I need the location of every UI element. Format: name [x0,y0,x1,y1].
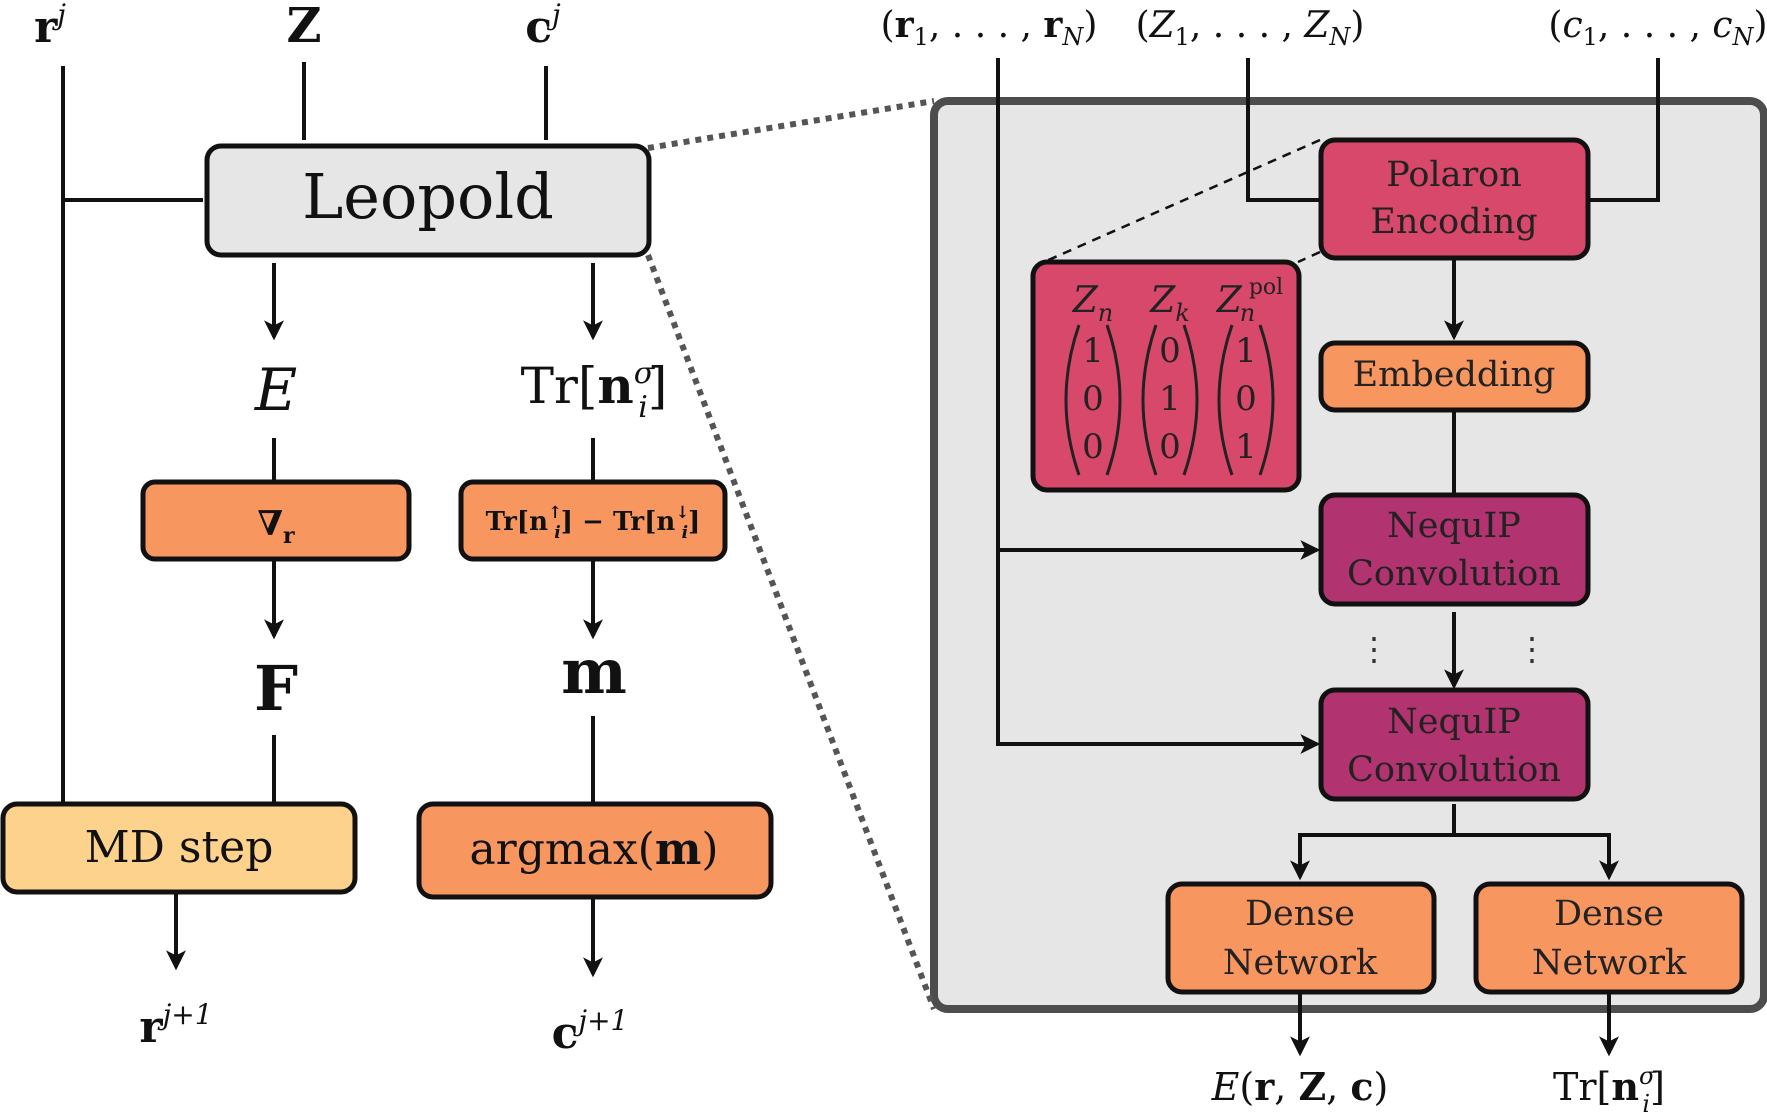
vector-bracket-left [1064,324,1081,476]
gradient-label: ∇r [257,504,295,549]
z-input-label: Z [286,0,321,54]
conv-split-wire [1290,804,1456,881]
encoding-zoom-line-left [1043,138,1321,264]
gradient-box: ∇r [140,479,412,562]
r-input-wire [996,58,1321,754]
nequip-label-1a: NequIP [1387,506,1521,546]
dense-label-2b: Network [1532,943,1687,983]
argmax-box: argmax(m) [416,801,774,900]
embedding-label: Embedding [1353,355,1556,395]
md-step-label: MD step [85,822,274,873]
force-label: F [254,652,298,725]
zpol-superscript: pol [1249,275,1283,300]
polaron-encoding-label-1: Polaron [1386,155,1522,195]
c-input-wire [1585,58,1660,202]
dense-label-2a: Dense [1554,894,1664,934]
dense-network-box-2: Dense Network [1473,881,1745,995]
ellipsis-left: ⋮ [1358,630,1390,668]
conv-split-right-wire [1454,833,1619,881]
zn-label: Zn [1072,280,1113,327]
z-input-wire [1246,58,1323,202]
spin-difference-label: Tr[n↑i] − Tr[n↓i] [486,503,701,543]
r-vector-input-label: (r1, . . . , rN) [881,4,1098,51]
zoom-connector-bottom [645,253,937,1011]
nequip-label-1b: Convolution [1347,554,1561,594]
spin-difference-box: Tr[n↑i] − Tr[n↓i] [458,479,728,562]
dense-label-1b: Network [1223,943,1378,983]
vector-entry: 0 [1082,427,1104,467]
vector-entry: 0 [1235,379,1257,419]
vector-bracket-right [1258,324,1275,476]
polaron-encoding-box: Polaron Encoding [1318,137,1591,261]
zpol-label: Zn [1216,280,1255,327]
vector-entry: 1 [1159,379,1181,419]
moment-label: m [561,635,627,708]
energy-output-label: E(r, Z, c) [1211,1064,1389,1109]
vector-entry: 1 [1235,331,1257,371]
vector-bracket-left [1217,324,1234,476]
md-step-box: MD step [0,801,358,895]
nequip-convolution-box-2: NequIP Convolution [1318,687,1591,802]
c-vector-input-label: (c1, . . . , cN) [1548,5,1767,51]
zk-label: Zk [1149,280,1190,327]
r-next-output-label: rj+1 [139,998,212,1053]
c-next-output-label: cj+1 [552,1004,629,1059]
dense-network-box-1: Dense Network [1165,881,1437,995]
vector-bracket-left [1141,324,1158,476]
vector-bracket-right [1105,324,1122,476]
ellipsis-right: ⋮ [1516,630,1548,668]
nequip-label-2b: Convolution [1347,750,1561,790]
polaron-encoding-label-2: Encoding [1370,202,1537,242]
vector-entry: 0 [1159,331,1181,371]
dense-label-1a: Dense [1245,894,1355,934]
z-vector-input-label: (Z1, . . . , ZN) [1136,5,1365,51]
nequip-label-2a: NequIP [1387,702,1521,742]
leopold-label: Leopold [302,160,554,233]
vector-entry: 1 [1082,331,1104,371]
c-j-input-label: cj [525,0,561,53]
vector-entry: 0 [1159,427,1181,467]
leopold-box: Leopold [204,143,652,258]
nequip-convolution-box-1: NequIP Convolution [1318,492,1591,607]
argmax-label: argmax(m) [469,824,718,875]
energy-label: E [254,356,297,424]
vector-bracket-right [1182,324,1199,476]
vector-entry: 1 [1235,427,1257,467]
encoding-zoom-line-right [1297,250,1321,264]
zoom-connector-top [647,98,935,151]
vector-entry: 0 [1082,379,1104,419]
r-j-input-label: rj [34,0,66,53]
vector-columns: 1 0 0 0 1 0 1 0 1 [1064,324,1275,476]
embedding-box: Embedding [1318,340,1591,413]
polaron-vector-box: Zn Zk Zn pol 1 0 0 0 1 0 1 0 1 [1030,259,1302,493]
